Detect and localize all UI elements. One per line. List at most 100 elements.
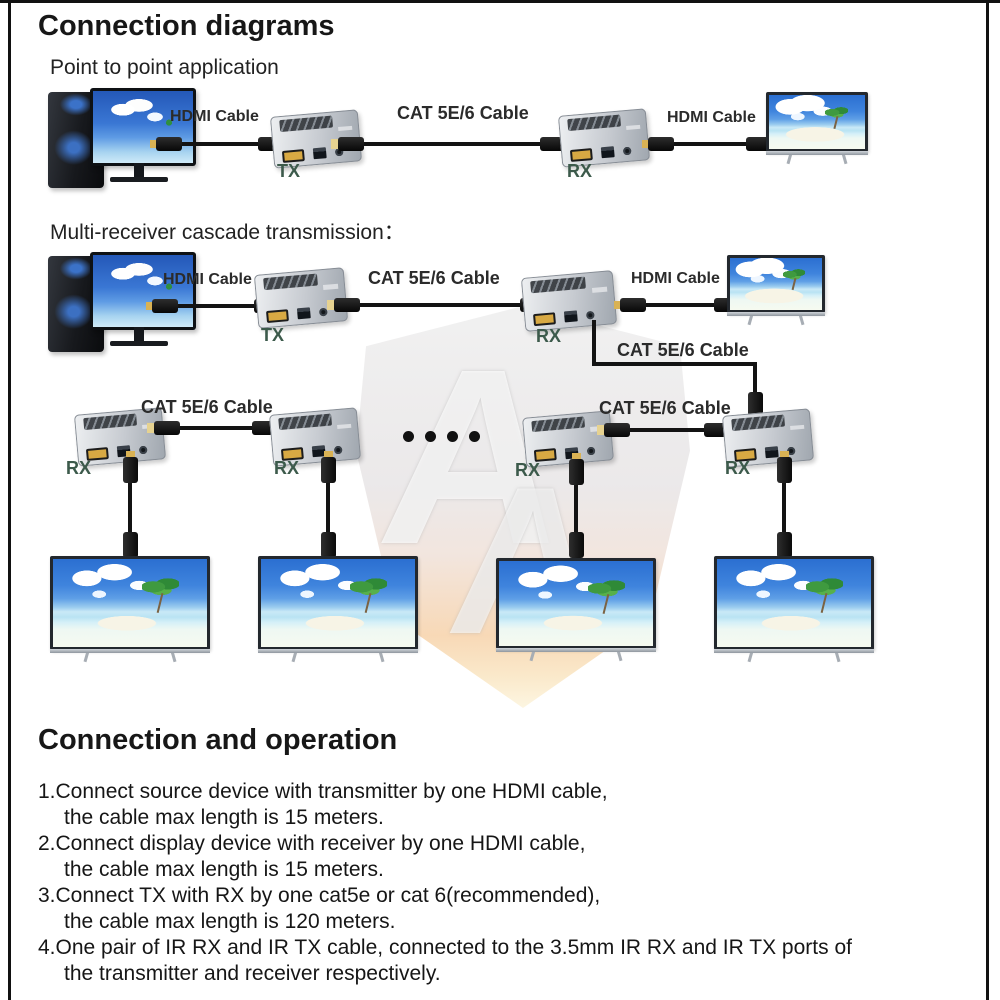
hdmi-port-icon [569,147,593,162]
instruction-line: the transmitter and receiver respectivel… [64,962,441,985]
hdmi-cable [614,297,746,313]
hdmi-plug-icon [776,451,792,483]
hdmi-cable-label: HDMI Cable [667,109,756,126]
cat-cable-label: CAT 5E/6 Cable [599,398,731,418]
rx-label: RX [274,458,300,478]
cat-cable [331,136,573,152]
rj45-port-icon [564,310,578,323]
rj45-port-icon [296,307,311,320]
vent-grill [530,276,587,294]
monitor-stand [134,163,144,178]
hdmi-cable [150,136,290,152]
hdmi-cable-label: HDMI Cable [170,108,259,125]
hdmi-plug-icon [614,298,646,312]
rj45-plug-icon [327,298,360,312]
section-title-connection-operation: Connection and operation [38,724,398,756]
rx-device [520,270,618,332]
hdmi-cable-vertical [317,451,339,564]
hdmi-cable [642,136,778,152]
tv-display [727,255,825,326]
pc-monitor-icon [90,252,196,330]
section-title-connection-diagrams: Connection diagrams [38,10,335,42]
rj45-port-icon [600,146,615,159]
ir-jack-icon [333,445,343,455]
instruction-line: 4.One pair of IR RX and IR TX cable, con… [38,936,852,959]
instruction-line: the cable max length is 15 meters. [64,806,384,829]
rx-label: RX [725,458,751,478]
vent-grill [567,114,621,131]
hdmi-cable-vertical [773,451,795,564]
rx-label: RX [66,458,92,478]
rx-label: RX [567,161,593,181]
hdmi-plug-icon [150,137,182,151]
vent-grill [731,414,785,431]
instruction-line: the cable max length is 120 meters. [64,910,396,933]
ir-jack-icon [586,446,596,456]
monitor-base [110,341,168,346]
hdmi-plug-icon [122,532,138,564]
tv-display [496,558,656,662]
instruction-line: the cable max length is 15 meters. [64,858,384,881]
hdmi-cable-vertical [119,451,141,564]
hdmi-port-icon [265,308,289,323]
cat-cable-label: CAT 5E/6 Cable [617,340,749,360]
monitor-base [110,177,168,182]
rx-label: RX [515,460,541,480]
hdmi-port-icon [533,311,557,326]
cascade-cat-cable-segment [592,320,596,366]
tx-label: TX [261,325,285,345]
page-border-left [8,0,11,1000]
rx-label: RX [536,326,562,346]
page-border-top [0,0,1000,3]
hdmi-plug-icon [776,532,792,564]
instruction-line: 3.Connect TX with RX by one cat5e or cat… [38,884,601,907]
source-computer [42,252,196,356]
tv-display [258,556,418,663]
cascade-cat-cable-segment [753,362,757,398]
cat-cable [147,420,285,436]
rx-device [557,108,651,168]
cat-cable [327,297,553,313]
page-border-right [986,0,989,1000]
subtitle-multi-receiver: Multi-receiver cascade transmission： [50,221,405,244]
hdmi-plug-icon [320,532,336,564]
palm-tree-icon [142,578,180,613]
rj45-plug-icon [331,137,364,151]
ir-jack-icon [622,146,632,156]
palm-tree-icon [806,578,844,613]
instruction-line: 2.Connect display device with receiver b… [38,832,586,855]
tv-display [766,92,868,165]
ir-jack-icon [138,445,148,455]
cat-cable-label: CAT 5E/6 Cable [141,397,273,417]
monitor-stand [134,327,144,342]
subtitle-point-to-point: Point to point application [50,56,279,79]
instruction-line: 1.Connect source device with transmitter… [38,780,608,803]
instruction-list: 1.Connect source device with transmitter… [38,779,978,987]
cat-cable-label: CAT 5E/6 Cable [368,268,500,288]
rj45-port-icon [312,147,327,160]
vent-grill [279,115,333,132]
hdmi-plug-icon [146,299,178,313]
hdmi-cable-label: HDMI Cable [163,271,252,288]
tx-label: TX [277,161,301,181]
tv-display [50,556,210,663]
source-computer [42,88,196,192]
rj45-plug-icon [147,421,180,435]
hdmi-plug-icon [642,137,674,151]
ir-jack-icon [586,310,595,320]
ellipsis-dots [403,431,480,442]
hdmi-plug-icon [568,453,584,485]
palm-tree-icon [350,578,388,613]
hdmi-plug-icon [122,451,138,483]
cat-cable [597,422,737,438]
palm-tree-icon [783,269,806,290]
vent-grill [83,413,137,430]
hdmi-plug-icon [320,451,336,483]
vent-grill [278,413,332,430]
palm-tree-icon [824,106,848,129]
tv-display [714,556,874,663]
vent-grill [263,273,318,291]
vent-grill [531,416,585,433]
hdmi-cable-label: HDMI Cable [631,270,720,287]
